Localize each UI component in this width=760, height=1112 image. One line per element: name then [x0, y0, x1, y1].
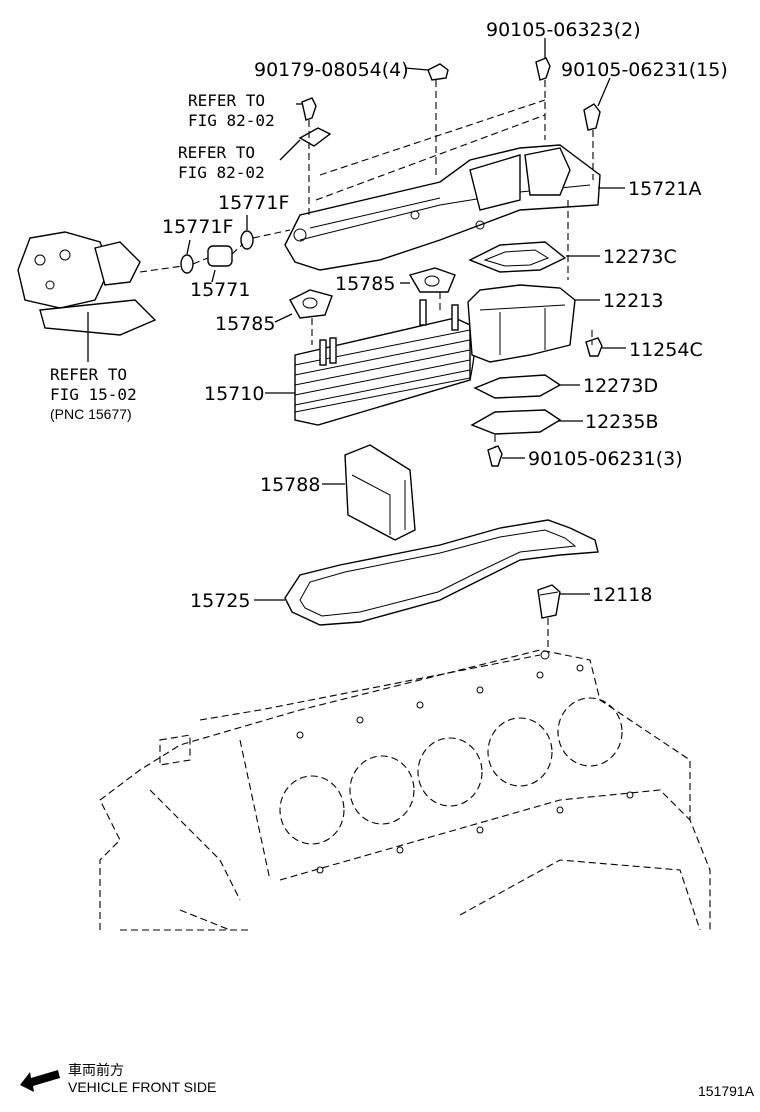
label-refer-82-02-a-line2: FIG 82-02	[188, 111, 275, 130]
part-labels: 90105-06323(2) 90179-08054(4) 90105-0623…	[50, 19, 728, 612]
gasket-15725	[284, 519, 599, 626]
gasket-12273C	[468, 241, 567, 273]
bolt-refer-82-02	[298, 97, 332, 147]
label-15710: 15710	[204, 383, 264, 405]
label-refer-82-02-a-line1: REFER TO	[188, 91, 265, 110]
pipe-15771	[207, 245, 233, 267]
plug-12118	[537, 584, 561, 619]
o-ring-15771F-top	[240, 230, 254, 250]
plate-12235B	[470, 409, 562, 435]
figure-id: 151791A	[698, 1083, 755, 1099]
label-15771F-left: 15771F	[162, 216, 233, 238]
bolt-11254C	[585, 337, 603, 357]
housing-12213	[467, 284, 576, 363]
label-15725: 15725	[190, 590, 250, 612]
insulator-15788	[344, 444, 416, 541]
label-15771F-top: 15771F	[218, 192, 289, 214]
gasket-15785-right	[408, 267, 456, 293]
label-12118: 12118	[592, 584, 652, 606]
label-12235B: 12235B	[585, 411, 658, 433]
bolt-90105-06231-3	[487, 445, 503, 467]
label-12273C: 12273C	[603, 246, 677, 268]
label-refer-15-02-line2: FIG 15-02	[50, 385, 137, 404]
label-15785-right: 15785	[335, 273, 395, 295]
label-refer-15-02-line1: REFER TO	[50, 365, 127, 384]
label-12213: 12213	[603, 290, 663, 312]
oil-cooler-cover-15721A	[284, 144, 601, 271]
assembly-lines	[139, 80, 594, 652]
label-11254C: 11254C	[629, 339, 703, 361]
label-refer-82-02-b-line2: FIG 82-02	[178, 163, 265, 182]
label-15785-left: 15785	[215, 313, 275, 335]
leader-lines	[87, 38, 626, 601]
label-refer-15-02-line3: (PNC 15677)	[50, 406, 132, 422]
o-ring-15771F-left	[180, 254, 194, 274]
oil-cooler-15710	[294, 299, 476, 426]
bolt-90179-08054	[427, 63, 449, 81]
bolt-90105-06323	[535, 57, 551, 81]
label-90179-08054: 90179-08054(4)	[254, 59, 409, 81]
bolt-90105-06231-15	[583, 103, 601, 131]
label-90105-06323: 90105-06323(2)	[486, 19, 641, 41]
label-refer-82-02-b-line1: REFER TO	[178, 143, 255, 162]
gasket-15785-left	[289, 289, 333, 319]
gasket-12273D	[473, 374, 562, 399]
arrow-left-down-icon	[20, 1070, 60, 1092]
label-15721A: 15721A	[628, 178, 701, 200]
engine-block	[99, 649, 711, 931]
label-90105-06231-3: 90105-06231(3)	[528, 448, 683, 470]
label-90105-06231-15: 90105-06231(15)	[561, 59, 728, 81]
direction-jp: 車両前方	[68, 1062, 124, 1078]
label-15788: 15788	[260, 474, 320, 496]
footer: 車両前方 VEHICLE FRONT SIDE 151791A	[20, 1062, 755, 1099]
label-12273D: 12273D	[583, 375, 658, 397]
direction-en: VEHICLE FRONT SIDE	[68, 1079, 216, 1095]
oil-filter-bracket	[17, 231, 157, 336]
label-15771: 15771	[190, 279, 250, 301]
